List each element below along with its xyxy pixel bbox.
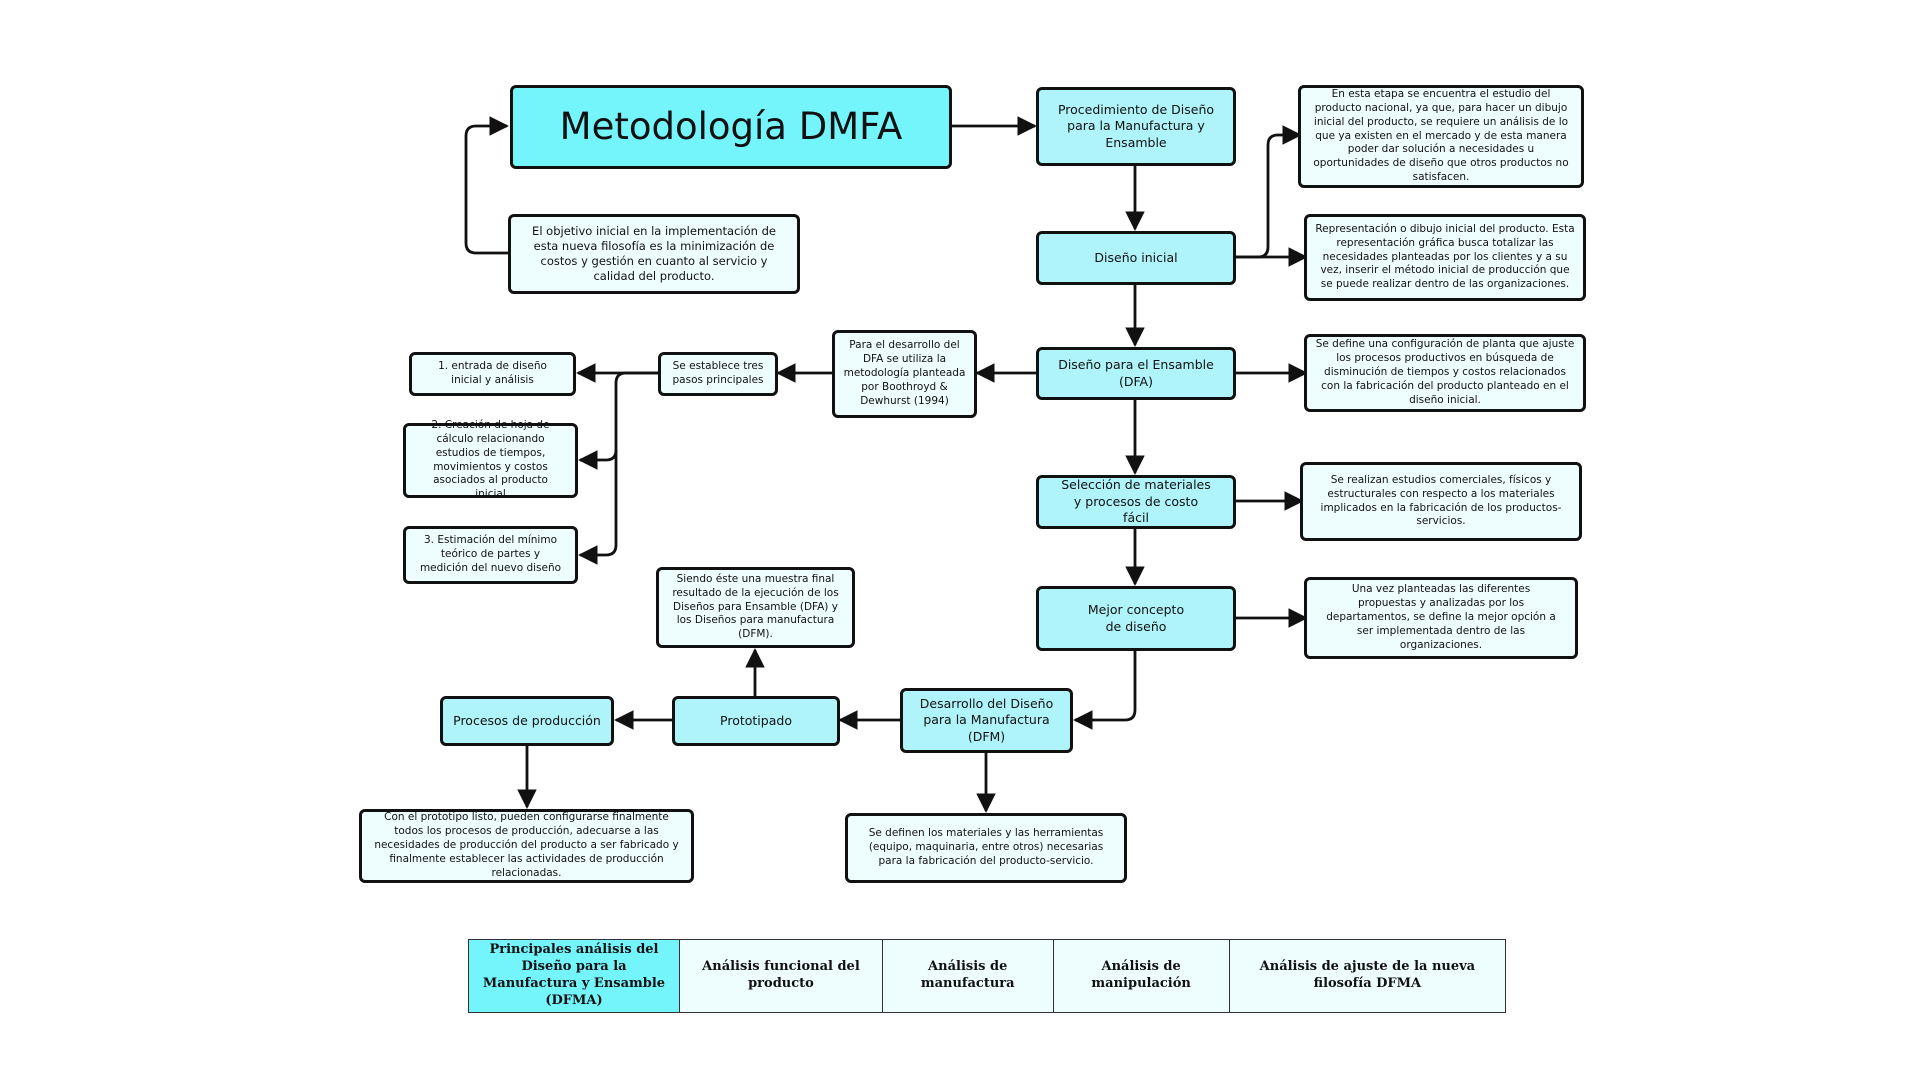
arrow-steps-to-step3 (578, 450, 618, 565)
dfa-method-note: Para el desarrollo del DFA se utiliza la… (832, 330, 977, 418)
table-cell-handling: Análisis de manipulación (1052, 939, 1230, 1013)
diagram-title: Metodología DMFA (510, 85, 952, 169)
materials-note: Se realizan estudios comerciales, físico… (1300, 462, 1582, 541)
initial-design-note2: Representación o dibujo inicial del prod… (1304, 214, 1586, 301)
table-header-cell: Principales análisis del Diseño para la … (468, 939, 680, 1013)
prototype-node: Prototipado (672, 696, 840, 746)
prototype-note: Siendo éste una muestra final resultado … (656, 567, 855, 648)
step3-node: 3. Estimación del mínimo teórico de part… (403, 526, 578, 584)
arrow-objective-to-title (464, 116, 509, 255)
three-steps-node: Se establece tres pasos principales (658, 352, 778, 396)
step2-node: 2. Creación de hoja de cálculo relaciona… (403, 419, 578, 500)
step1-node: 1. entrada de diseño inicial y análisis (409, 352, 576, 396)
arrow-initial-to-note1 (1236, 125, 1302, 259)
arrow-steps-to-step2 (578, 371, 658, 470)
dfa-note: Se define una configuración de planta qu… (1304, 334, 1586, 412)
dfm-note: Se definen los materiales y las herramie… (845, 813, 1127, 883)
production-note: Con el prototipo listo, pueden configura… (359, 809, 694, 883)
best-concept-node: Mejor concepto de diseño (1036, 586, 1236, 651)
dfma-analysis-table: Principales análisis del Diseño para la … (468, 939, 1507, 1013)
dfa-node: Diseño para el Ensamble (DFA) (1036, 347, 1236, 400)
materials-node: Selección de materiales y procesos de co… (1036, 475, 1236, 529)
dfm-node: Desarrollo del Diseño para la Manufactur… (900, 688, 1073, 753)
table-row: Principales análisis del Diseño para la … (468, 939, 1507, 1013)
initial-design-node: Diseño inicial (1036, 231, 1236, 285)
production-node: Procesos de producción (440, 696, 614, 746)
table-cell-functional: Análisis funcional del producto (679, 939, 883, 1013)
procedure-node: Procedimiento de Diseño para la Manufact… (1036, 87, 1236, 166)
table-cell-manufacturing: Análisis de manufactura (881, 939, 1054, 1013)
table-cell-adjustment: Análisis de ajuste de la nueva filosofía… (1228, 939, 1507, 1013)
objective-note: El objetivo inicial en la implementación… (508, 214, 800, 294)
initial-design-note1: En esta etapa se encuentra el estudio de… (1298, 85, 1584, 188)
best-concept-note: Una vez planteadas las diferentes propue… (1304, 577, 1578, 659)
arrow-best-to-dfm (1073, 651, 1137, 730)
